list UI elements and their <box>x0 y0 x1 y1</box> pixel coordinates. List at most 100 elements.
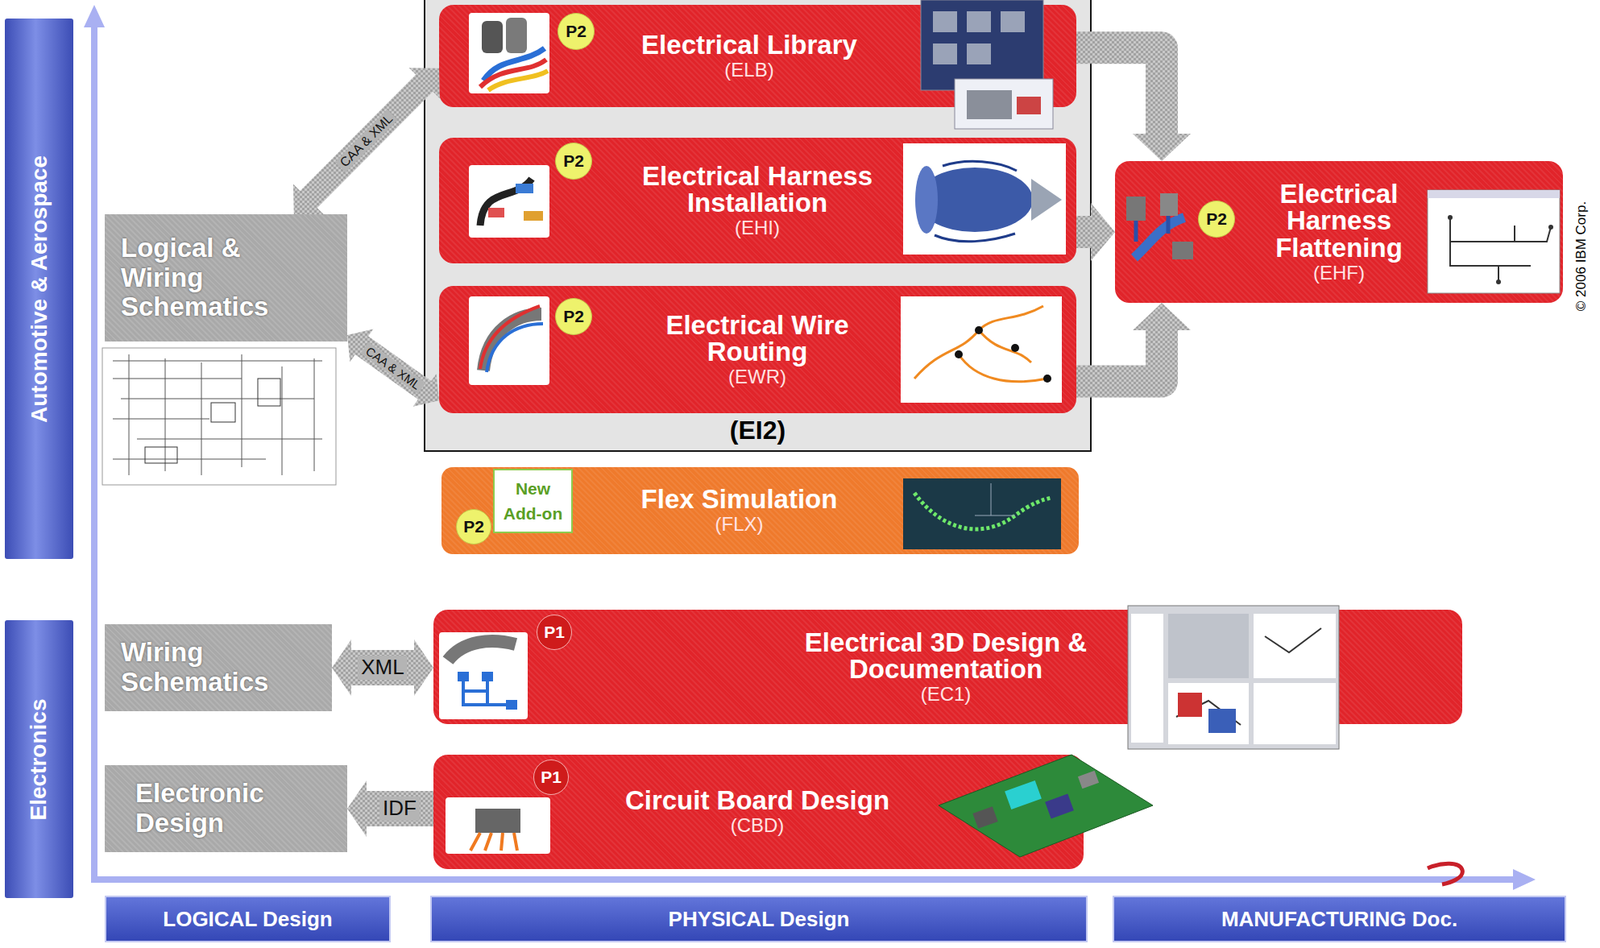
phase-bar: PHYSICAL Design <box>430 895 1088 943</box>
chip-icon <box>445 797 551 854</box>
circuit-board-image <box>1004 780 1042 810</box>
schematic-thumbnail <box>257 378 281 407</box>
library-screenshot <box>932 43 958 65</box>
library-screenshot <box>1016 96 1041 115</box>
product-badge: P2 <box>1197 200 1236 238</box>
engine-image <box>1031 178 1062 221</box>
routing-image <box>914 306 1048 382</box>
module-code: (EHI) <box>734 216 780 240</box>
chip-icon <box>445 797 551 854</box>
routing-image <box>900 296 1062 403</box>
arrow-shaft <box>360 344 426 391</box>
arrow-head <box>1132 302 1191 331</box>
engine-image <box>915 165 938 234</box>
badge-label: P2 <box>563 306 585 327</box>
badge-label: P2 <box>565 21 587 42</box>
arrow-shaft <box>365 791 434 827</box>
design-icon <box>439 632 528 720</box>
arrow-head <box>347 328 374 362</box>
routing-icon <box>468 296 550 386</box>
flex-image <box>903 478 1062 550</box>
circuit-board-image <box>938 754 1153 858</box>
routing-image <box>1011 344 1020 353</box>
library-icon <box>468 12 550 94</box>
connector-arrow <box>293 67 440 215</box>
arrow-head <box>293 184 324 216</box>
tag-label: New Add-on <box>494 476 572 527</box>
connector-arrow <box>1076 203 1116 262</box>
schematic-thumbnail <box>102 348 336 485</box>
library-screenshot <box>966 90 1012 120</box>
product-badge: P2 <box>555 298 593 336</box>
group-container: (EI2)Electrical Library(ELB)P2Electrical… <box>423 0 1092 452</box>
flattening-drawing <box>1427 190 1560 199</box>
phase-bar: MANUFACTURING Doc. <box>1112 895 1567 943</box>
badge-label: P2 <box>1206 209 1227 229</box>
flattening-icon <box>1172 241 1194 260</box>
flex-image <box>903 478 1062 550</box>
library-screenshot <box>932 11 958 33</box>
product-badge: P2 <box>455 509 492 545</box>
circuit-board-image <box>1077 770 1099 790</box>
flattening-drawing <box>1427 190 1560 294</box>
chip-icon <box>475 808 521 834</box>
design-screenshot <box>1131 613 1164 743</box>
module-box: Electrical Harness Installation(EHI)P2 <box>439 137 1077 264</box>
flex-image <box>974 483 1016 516</box>
phase-label: LOGICAL Design <box>162 907 332 933</box>
circuit-board-image <box>1044 794 1074 820</box>
library-screenshot <box>1000 11 1025 33</box>
chip-icon <box>470 833 518 851</box>
design-screenshot <box>1208 708 1236 734</box>
arrow-head <box>413 373 440 407</box>
library-screenshot <box>920 0 1053 129</box>
design-screenshot <box>1168 613 1249 679</box>
schematic-thumbnail <box>102 348 336 485</box>
arrow-head <box>409 67 440 99</box>
library-icon <box>468 12 550 94</box>
label-holder: © 2006 IBM Corp. <box>1570 191 1592 321</box>
phase-label: MANUFACTURING Doc. <box>1221 907 1458 933</box>
flattening-drawing <box>1496 279 1501 285</box>
installation-icon <box>523 211 544 221</box>
design-icon <box>463 676 512 705</box>
schematic-thumbnail <box>145 447 178 464</box>
routing-icon <box>480 306 540 369</box>
arrow-head <box>1090 203 1116 262</box>
arrow-shaft <box>1076 215 1092 249</box>
input-label: Logical & Wiring Schematics <box>120 233 299 324</box>
routing-image <box>1043 374 1052 383</box>
design-icon <box>439 632 528 720</box>
design-icon <box>447 641 516 661</box>
band-label: Automotive & Aerospace <box>26 155 53 423</box>
module-code: (ELB) <box>724 58 774 82</box>
axis-arrow <box>1512 869 1536 891</box>
module-box: Electrical Wire Routing(EWR)P2 <box>439 286 1077 414</box>
axis-arrow <box>83 4 105 28</box>
axis-arrow <box>83 4 1536 891</box>
module-name: Electrical Wire Routing <box>624 311 891 366</box>
module-code: (EHF) <box>1313 261 1365 285</box>
group-label: (EI2) <box>729 415 786 446</box>
flattening-drawing <box>1548 224 1554 230</box>
input-label: Wiring Schematics <box>120 638 299 698</box>
flattening-icon <box>1126 193 1194 260</box>
category-band: Automotive & Aerospace <box>4 18 74 560</box>
schematic-thumbnail <box>211 402 236 423</box>
badge-label: P1 <box>543 622 565 643</box>
module-name: Flex Simulation <box>641 485 838 514</box>
input-box: Electronic Design <box>104 765 348 853</box>
design-icon <box>481 671 494 682</box>
arrow-shaft <box>307 82 425 200</box>
product-badge: P2 <box>557 12 595 50</box>
design-screenshot <box>1168 683 1249 745</box>
installation-icon <box>480 178 532 226</box>
design-icon <box>457 671 469 682</box>
circuit-board-image <box>938 754 1153 858</box>
flattening-drawing <box>1427 190 1560 294</box>
installation-icon <box>488 207 505 218</box>
flattening-icon <box>1134 217 1185 258</box>
installation-icon <box>468 165 550 238</box>
library-icon <box>505 17 527 54</box>
edge-label: XML <box>357 655 407 680</box>
